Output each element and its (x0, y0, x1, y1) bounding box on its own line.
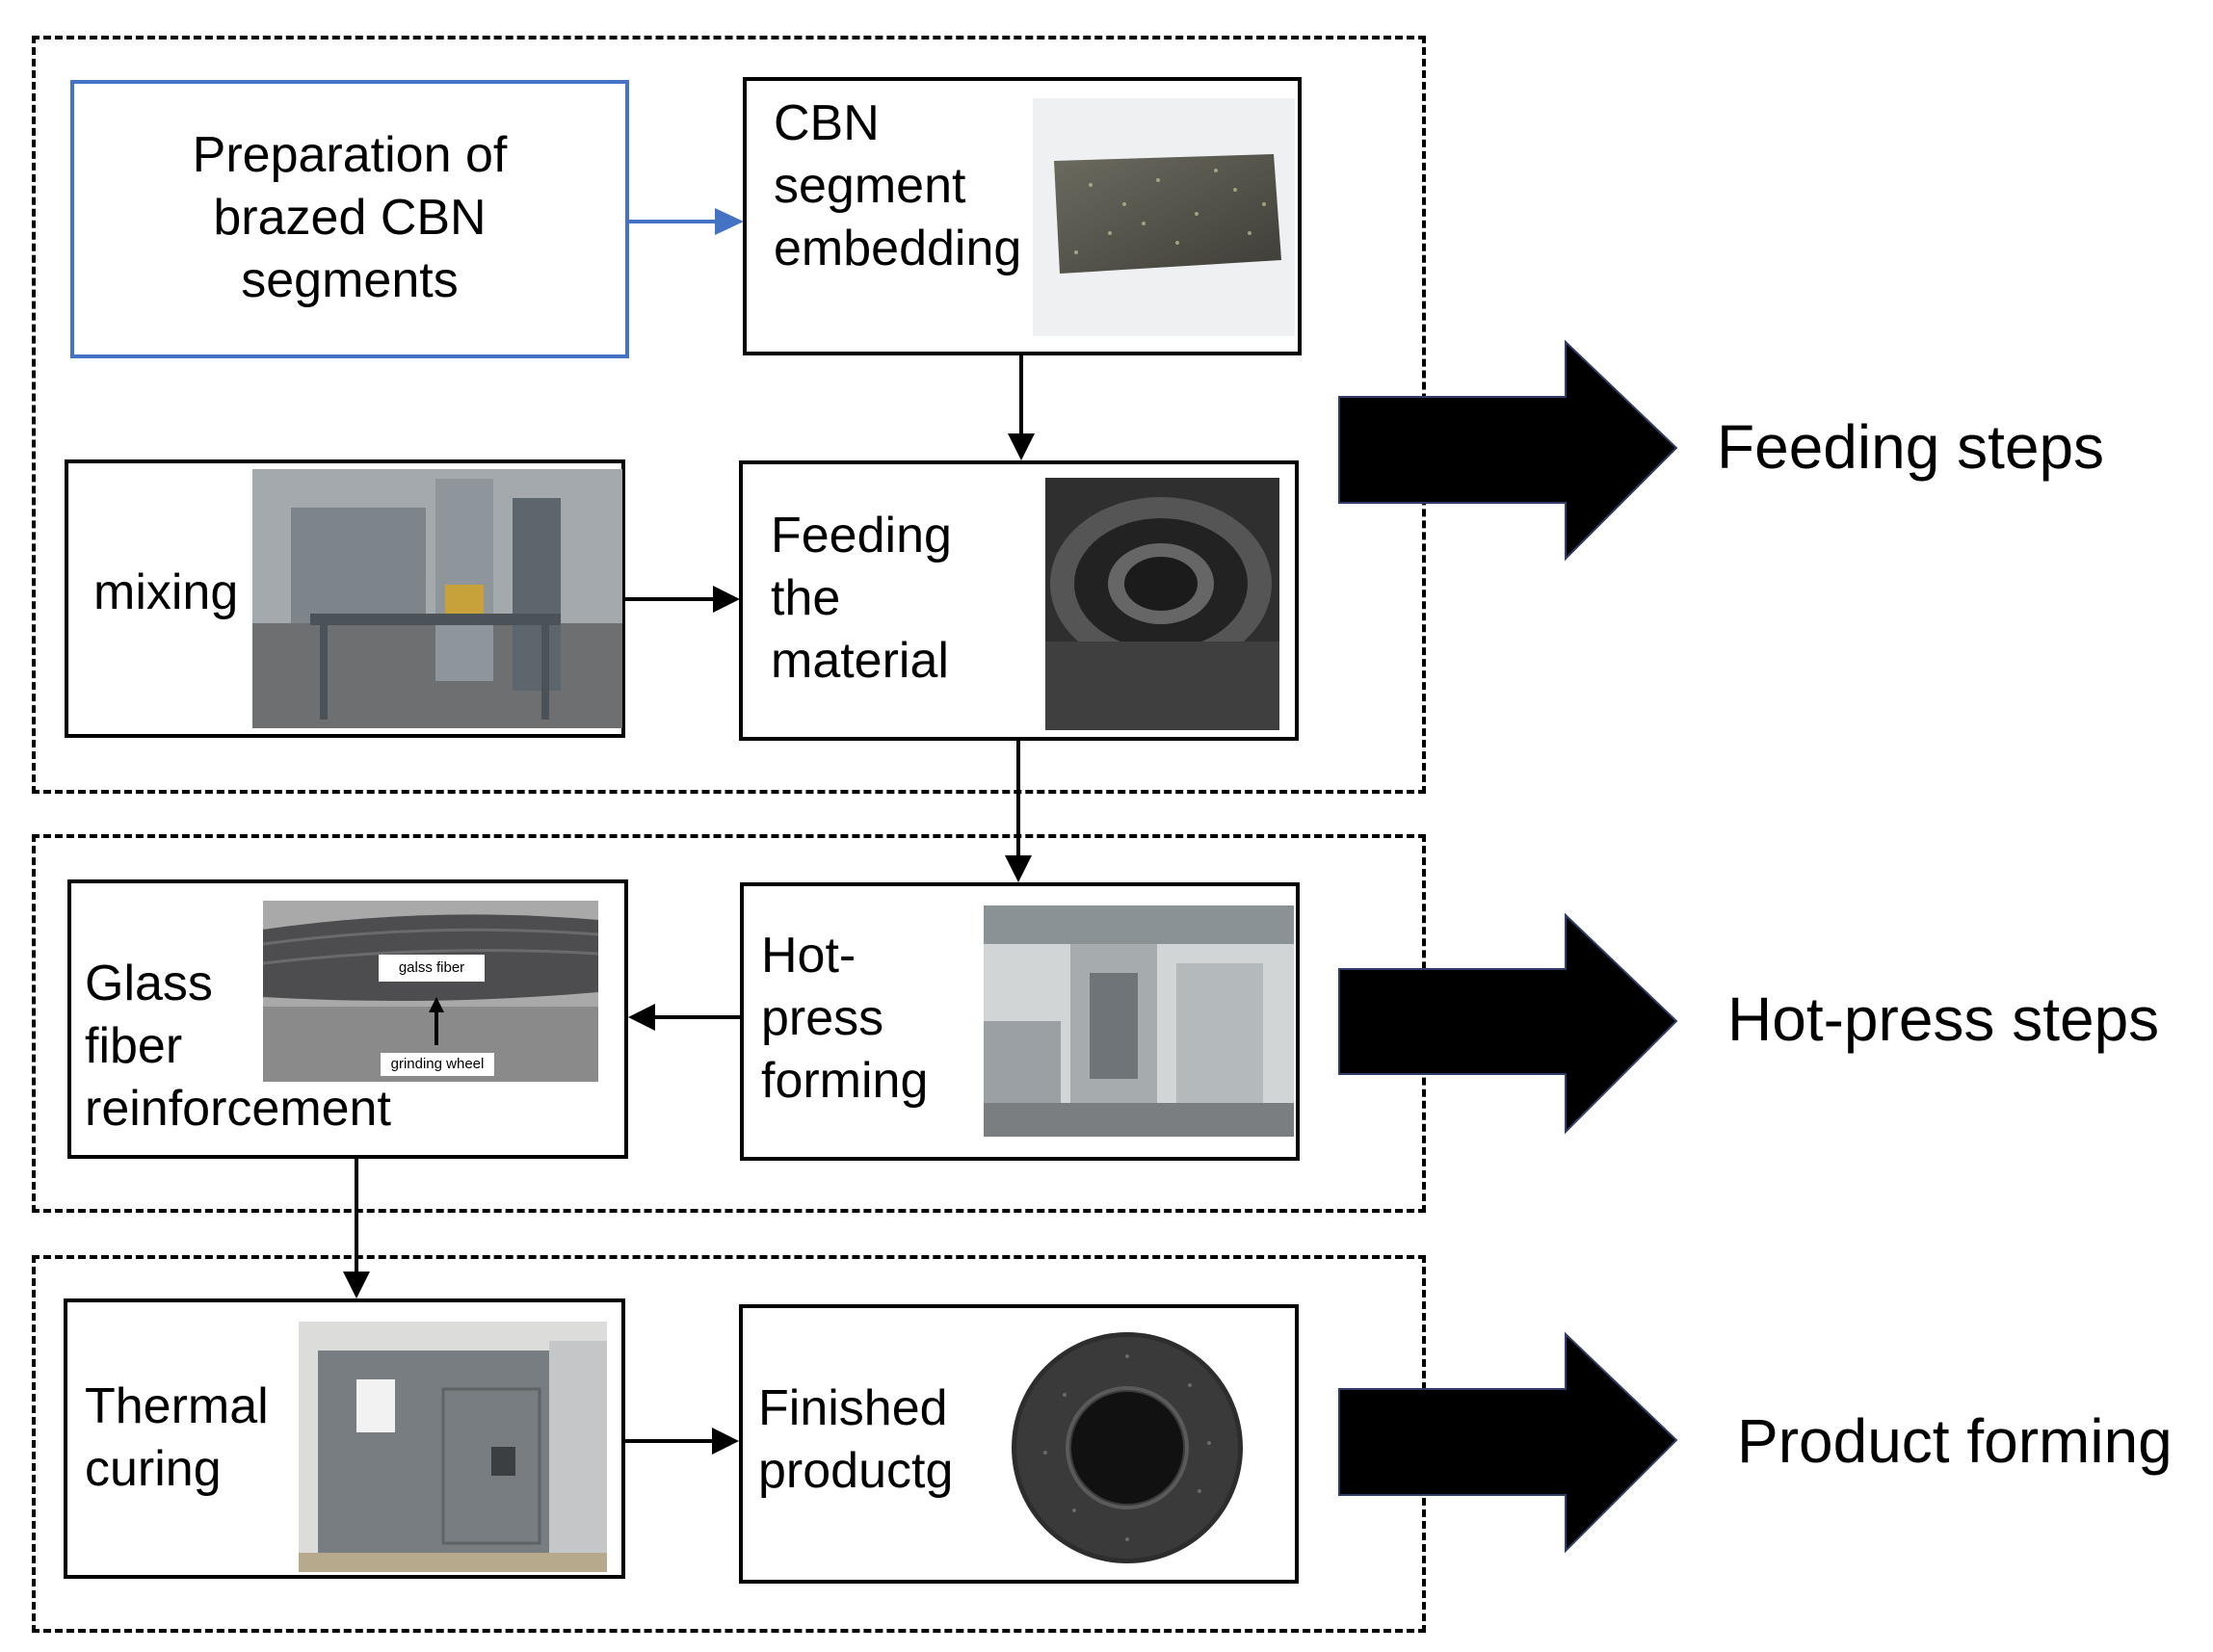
feeding-material-line-2: the (771, 570, 841, 626)
finished-wheel-photo (1007, 1327, 1248, 1568)
thermal-curing-line-1: Thermal (85, 1378, 269, 1434)
feeding-stage-big-arrow (1338, 339, 1678, 562)
cbn-embedding-line-3: embedding (774, 221, 1022, 276)
thermal-curing-box: Thermal curing (64, 1298, 625, 1579)
brazed-cbn-line-1: Preparation of (192, 127, 508, 183)
cbn-embedding-label: CBN segment embedding (774, 92, 1021, 280)
glass-fiber-line-3: reinforcement (85, 1081, 391, 1137)
hotpress-forming-line-1: Hot- (761, 928, 856, 983)
brazed-cbn-label: Preparation of brazed CBN segments (74, 124, 625, 312)
hotpress-steps-label: Hot-press steps (1727, 984, 2160, 1054)
hotpress-machine-photo (984, 905, 1294, 1137)
hotpress-forming-line-3: forming (761, 1053, 929, 1109)
glass-fiber-line-1: Glass (85, 956, 213, 1011)
hotpress-forming-box: Hot- press forming (740, 882, 1300, 1161)
feeding-material-box: Feeding the material (739, 460, 1299, 741)
product-stage-big-arrow (1338, 1331, 1678, 1554)
cbn-segment-photo (1033, 98, 1295, 336)
hotpress-forming-label: Hot- press forming (761, 925, 928, 1113)
finished-product-label: Finished productg (758, 1377, 953, 1503)
glass-fiber-label: Glass fiber reinforcement (85, 953, 391, 1141)
cbn-embedding-line-2: segment (774, 158, 966, 214)
cbn-embedding-box: CBN segment embedding (743, 77, 1302, 355)
glass-fiber-photo: galss fiber grinding wheel (263, 901, 598, 1082)
cbn-embedding-line-1: CBN (774, 95, 880, 151)
feeding-to-hotpress-arrow (1005, 741, 1032, 882)
mixing-machine-photo (252, 469, 622, 728)
glass-fiber-photo-label: galss fiber (398, 959, 465, 976)
thermal-curing-label: Thermal curing (85, 1376, 269, 1501)
mixing-to-feeding-arrow (625, 586, 740, 613)
finished-product-box: Finished productg (739, 1304, 1299, 1584)
feeding-steps-label: Feeding steps (1717, 412, 2105, 482)
cbn-to-feeding-arrow (1008, 355, 1035, 460)
hotpress-stage-big-arrow (1338, 912, 1678, 1135)
feeding-mold-photo (1045, 478, 1279, 730)
thermal-curing-line-2: curing (85, 1441, 222, 1497)
hotpress-to-glass-arrow (628, 1004, 740, 1031)
thermal-to-finished-arrow (625, 1428, 739, 1455)
glass-to-thermal-arrow (343, 1159, 370, 1298)
brazed-to-cbn-arrow (629, 208, 744, 235)
glass-fiber-box: galss fiber grinding wheel Glass fiber r… (67, 879, 628, 1159)
finished-product-line-1: Finished (758, 1380, 948, 1436)
brazed-cbn-line-2: brazed CBN (213, 190, 487, 246)
feeding-material-line-3: material (771, 633, 949, 689)
brazed-cbn-line-3: segments (241, 252, 459, 308)
mixing-label: mixing (93, 562, 238, 624)
feeding-material-label: Feeding the material (771, 505, 952, 693)
glass-fiber-line-2: fiber (85, 1018, 183, 1074)
product-forming-label: Product forming (1737, 1406, 2173, 1476)
hotpress-forming-line-2: press (761, 990, 884, 1046)
finished-product-line-2: productg (758, 1443, 954, 1499)
grinding-wheel-photo-label: grinding wheel (390, 1056, 485, 1072)
mixing-box: mixing (65, 459, 625, 738)
feeding-material-line-1: Feeding (771, 508, 952, 564)
curing-oven-photo (299, 1322, 607, 1572)
mixing-line-1: mixing (93, 564, 239, 620)
brazed-cbn-box: Preparation of brazed CBN segments (70, 80, 629, 358)
